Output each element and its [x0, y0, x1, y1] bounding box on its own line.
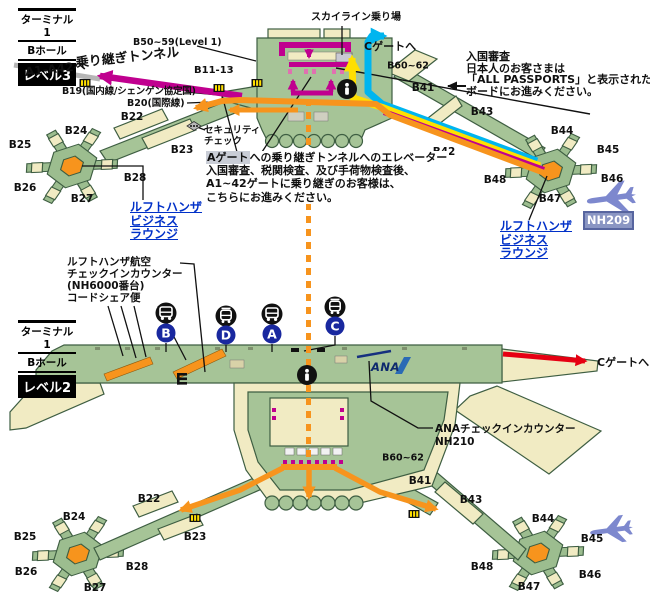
branch-arrow-right: [333, 465, 439, 513]
gate-b22-label-level2: B22: [137, 492, 161, 505]
security-check-label: チェック: [204, 136, 243, 147]
gate-b24-label-level2: B24: [62, 510, 86, 523]
escalator-icon: [177, 373, 187, 385]
gate-b60-62-label: B60~62: [387, 60, 429, 72]
gate-b47-label: B47: [538, 192, 562, 205]
gate-b19-label: B19(国内線/シェンゲン協定国): [62, 86, 196, 97]
c-gate-label-level3: Cゲートへ: [364, 40, 417, 53]
gate-b27-label-level2: B27: [83, 581, 107, 594]
bus-icon: [154, 301, 178, 325]
gate-b45-label-level2: B45: [580, 532, 604, 545]
level-label: レベル2: [18, 375, 76, 398]
terminal-label: ターミナル1: [18, 323, 76, 354]
gate-b46-label: B46: [600, 172, 624, 185]
gate-b24-label: B24: [64, 124, 88, 137]
skyline-station-label: スカイライン乗り場: [311, 12, 401, 23]
gate-b43-label: B43: [470, 105, 494, 118]
security-gate-icon: [189, 514, 201, 522]
stop-b-badge: B: [156, 323, 176, 343]
gate-b50-59-label: B50~59(Level 1): [133, 37, 222, 48]
gate-b47-label-level2: B47: [517, 580, 541, 593]
gate-b48-label-level2: B48: [470, 560, 494, 573]
stop-d-badge: D: [216, 325, 236, 345]
security-gate-icon: [408, 510, 420, 518]
lufthansa-checkin-counter: [172, 348, 227, 380]
gate-b44-label: B44: [550, 124, 574, 137]
branch-arrow-left: [178, 465, 285, 513]
lufthansa-checkin-counter: [103, 356, 154, 382]
level3-header: ターミナル1 Bホール レベル3: [18, 8, 76, 86]
gate-b46-label-level2: B46: [578, 568, 602, 581]
gate-b25-label-level2: B25: [13, 530, 37, 543]
ana-logo-text: ANA: [371, 360, 400, 374]
gate-b26-label-level2: B26: [14, 565, 38, 578]
gate-b27-label: B27: [70, 192, 94, 205]
gate-b11-13-label: B11-13: [194, 65, 234, 76]
gate-b28-label-level2: B28: [125, 560, 149, 573]
security-gate-icon: [251, 79, 263, 87]
a-gate-transfer-note: Aゲートへの乗り継ぎトンネルへのエレベーター 入国審査、税関検査、及び手荷物検査…: [204, 151, 450, 204]
info-icon: [297, 365, 317, 385]
gate-b60-62-level3-area: [385, 49, 439, 82]
gate-b22-label: B22: [120, 110, 144, 123]
lufthansa-counter-note: ルフトハンザ航空 チェックインカウンター (NH6000番台) コードシェア便: [67, 256, 183, 304]
bus-icon: [260, 302, 284, 326]
security-gate-icon: [213, 84, 225, 92]
ana-counter-note: ANAチェックインカウンター NH210: [435, 423, 576, 448]
info-icon: [337, 79, 357, 99]
stop-c-badge: C: [325, 316, 345, 336]
gate-b23-label-level2: B23: [183, 530, 207, 543]
security-check-label: セキュリティ: [204, 125, 261, 136]
gate-b44-label-level2: B44: [531, 512, 555, 525]
hall-label: Bホール: [18, 42, 76, 61]
c-gate-arrow-level2: [502, 351, 588, 367]
train-icon: [323, 295, 347, 319]
hall-label: Bホール: [18, 354, 76, 373]
level2-header: ターミナル1 Bホール レベル2: [18, 320, 76, 398]
gate-b41-label: B41: [411, 81, 435, 94]
gate-b60-62-label-level2: B60~62: [382, 452, 424, 464]
gate-b48-label: B48: [483, 173, 507, 186]
gate-b43-label-level2: B43: [459, 493, 483, 506]
gate-b20-label: B20(国際線): [127, 98, 185, 109]
c-gate-label-level2: Cゲートへ: [597, 356, 650, 369]
stop-a-badge: A: [262, 324, 282, 344]
level-label: レベル3: [18, 63, 76, 86]
transfer-tunnel-arrow: [96, 69, 243, 100]
gate-b45-label: B45: [596, 143, 620, 156]
lufthansa-lounge-link: ルフトハンザ ビジネス ラウンジ: [500, 219, 573, 261]
gate-b28-label: B28: [123, 171, 147, 184]
immigration-note: 入国審査 日本人のお客さまは 「ALL PASSPORTS」と表示された ボード…: [466, 50, 650, 98]
train-icon: [214, 304, 238, 328]
a-gate-highlight: Aゲート: [206, 151, 250, 164]
gate-b26-label: B26: [13, 181, 37, 194]
terminal-label: ターミナル1: [18, 11, 76, 42]
gate-b25-label: B25: [8, 138, 32, 151]
gate-b23-label: B23: [170, 143, 194, 156]
flight-nh209-badge: NH209: [583, 211, 634, 230]
ana-logo-mark: [356, 349, 411, 374]
lufthansa-lounge-link: ルフトハンザ ビジネス ラウンジ: [130, 200, 203, 242]
gate-b41-label-level2: B41: [408, 474, 432, 487]
